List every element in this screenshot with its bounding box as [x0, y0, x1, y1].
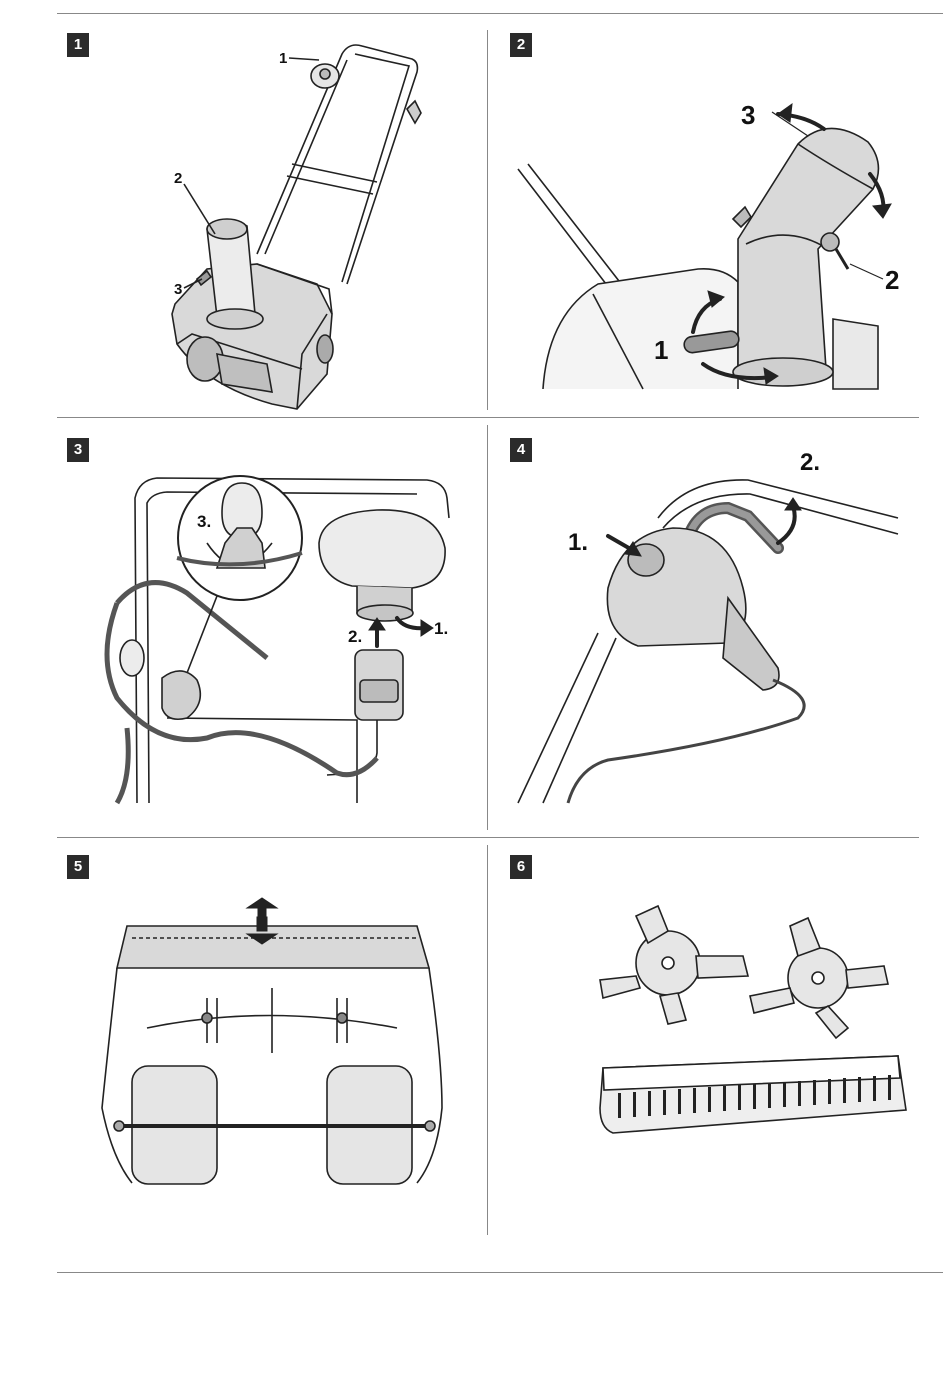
panel-3: 3 [57, 418, 487, 837]
callout-2: 2 [885, 265, 899, 295]
replacement-parts-illustration [488, 838, 918, 1238]
panel-4: 4 1. 2. [488, 418, 918, 837]
callout-1: 1 [279, 50, 287, 67]
callout-1: 1. [434, 619, 448, 638]
panel-1: 1 [57, 14, 487, 417]
callout-2: 2. [800, 449, 820, 476]
snow-thrower-illustration: 1 2 3 [57, 14, 487, 417]
scraper-bar-illustration [57, 838, 487, 1238]
cord-connection-illustration: 1. 2. 3. [57, 418, 487, 837]
callout-3: 3 [741, 100, 755, 130]
callout-2: 2 [174, 170, 182, 187]
callout-2: 2. [348, 627, 362, 646]
panel-5: 5 [57, 838, 487, 1238]
callout-3: 3 [174, 281, 182, 298]
panel-6: 6 [488, 838, 918, 1238]
panel-2: 2 [488, 14, 918, 417]
bottom-rule [57, 1272, 943, 1273]
callout-3: 3. [197, 512, 211, 531]
callout-1: 1. [568, 529, 588, 556]
chute-adjustment-illustration: 3 2 1 [488, 14, 918, 417]
switch-operation-illustration: 1. 2. [488, 418, 918, 837]
callout-1: 1 [654, 335, 668, 365]
